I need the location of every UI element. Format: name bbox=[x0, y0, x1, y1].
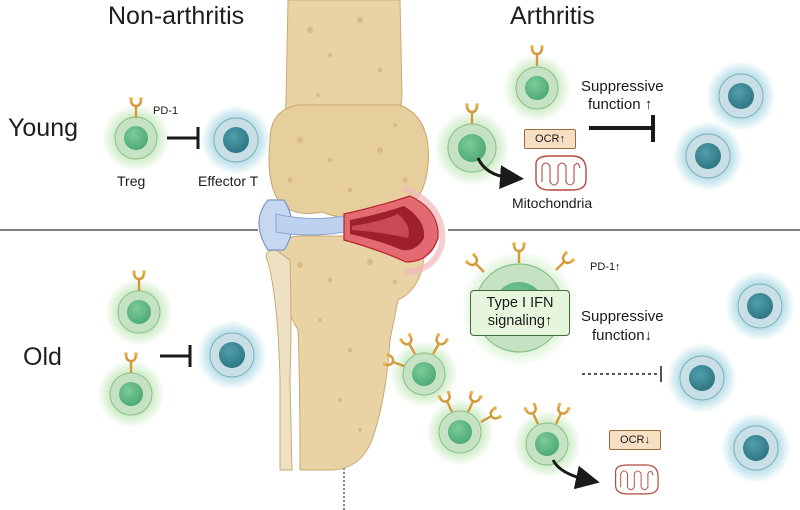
header-arthritis: Arthritis bbox=[510, 2, 595, 30]
mitochondria-icon-old bbox=[615, 464, 659, 495]
weak-inhibition-arrow bbox=[582, 366, 662, 382]
inhibition-arrow-icon-old bbox=[160, 345, 192, 367]
old-treg-bottom-mid bbox=[512, 409, 582, 479]
old-effector-t-cell bbox=[196, 319, 268, 391]
old-treg-left bbox=[389, 339, 459, 409]
type1-ifn-line1: Type I IFN bbox=[486, 295, 554, 312]
suppressive-up-line1: Suppressive bbox=[581, 78, 664, 95]
arthritis-young-effector-1 bbox=[705, 60, 777, 132]
row-label-old: Old bbox=[23, 343, 62, 371]
mito-arrow bbox=[476, 157, 524, 190]
arthritis-old-effector-3 bbox=[720, 412, 792, 484]
inhibition-arrow-icon bbox=[167, 127, 200, 149]
pd1-up-label: PD-1↑ bbox=[590, 261, 621, 273]
header-non-arthritis: Non-arthritis bbox=[108, 2, 245, 30]
suppression-inhibition-arrow bbox=[589, 115, 655, 142]
pd1-label: PD-1 bbox=[153, 105, 179, 117]
old-treg-bottom-left bbox=[425, 397, 495, 467]
mitochondria-icon bbox=[535, 155, 587, 191]
arthritis-young-treg-main bbox=[434, 110, 510, 186]
treg-label: Treg bbox=[117, 173, 146, 189]
arthritis-young-effector-2 bbox=[672, 120, 744, 192]
row-label-young: Young bbox=[8, 114, 78, 142]
arthritis-old-effector-2 bbox=[666, 342, 738, 414]
type1-ifn-badge: Type I IFN signaling↑ bbox=[470, 290, 570, 336]
type1-ifn-line2: signaling↑ bbox=[487, 313, 553, 329]
knee-joint-icon bbox=[258, 0, 446, 471]
ocr-down-badge: OCR↓ bbox=[609, 430, 661, 450]
young-effector-t-cell bbox=[200, 104, 272, 176]
ocr-up-badge: OCR↑ bbox=[524, 129, 576, 149]
suppressive-up-line2: function ↑ bbox=[588, 96, 653, 113]
suppressive-down-line1: Suppressive bbox=[581, 308, 664, 325]
arthritis-old-effector-1 bbox=[724, 270, 796, 342]
mitochondria-label: Mitochondria bbox=[512, 195, 593, 211]
effector-t-label: Effector T bbox=[198, 173, 259, 189]
suppressive-down-line2: function↓ bbox=[592, 327, 653, 344]
mito-arrow-old bbox=[551, 459, 600, 490]
